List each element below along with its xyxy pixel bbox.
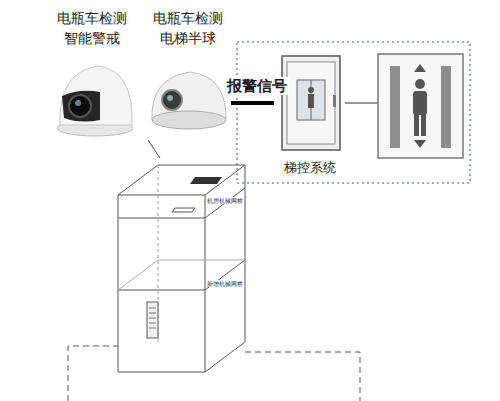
control-region: [237, 42, 470, 183]
part-label: 新增机械网桥: [207, 280, 243, 287]
leader-line: [148, 140, 160, 158]
camera-device: 电瓶车检测 智能警戒: [42, 8, 142, 138]
elevator-shaft: [118, 165, 245, 372]
link-line: [345, 102, 378, 103]
device-label: 电瓶车检测 电梯半球: [150, 8, 226, 48]
part-label: 机房机械网桥: [207, 197, 243, 204]
control-system: 梯控系统: [274, 48, 346, 178]
dome-camera: [152, 72, 226, 129]
machine-block: [190, 177, 222, 184]
elevator-sign: [378, 54, 463, 158]
button-panel: [147, 302, 158, 338]
signal-label: 报警信号: [225, 77, 289, 95]
signal-line: [231, 103, 274, 104]
device-label: 电瓶车检测 智能警戒: [54, 8, 130, 48]
device-label: 梯控系统: [275, 158, 345, 178]
camera-device: 电瓶车检测 电梯半球: [145, 8, 231, 138]
floor-lines: [68, 346, 360, 401]
turret-camera: [57, 66, 133, 136]
control-cabinet: [282, 56, 340, 150]
panel-buttons: [149, 308, 156, 328]
